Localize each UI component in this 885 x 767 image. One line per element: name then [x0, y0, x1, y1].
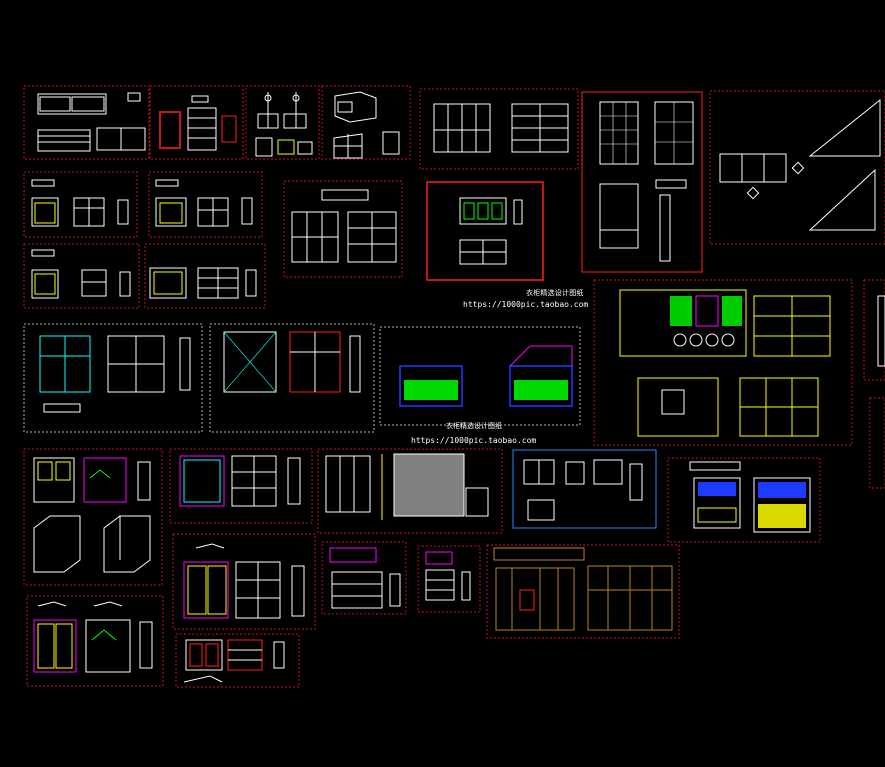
drawing-sheet-16[interactable]: [869, 397, 885, 489]
drawing-sheet-23[interactable]: [512, 449, 657, 529]
drawing-sheet-12[interactable]: [23, 243, 140, 309]
drawing-sheet-20[interactable]: [23, 448, 163, 586]
drawing-sheet-15[interactable]: [863, 279, 885, 381]
drawing-sheet-3[interactable]: [245, 85, 320, 160]
drawing-sheet-14[interactable]: [593, 279, 853, 446]
drawing-sheet-22[interactable]: [317, 448, 503, 534]
drawing-sheet-21[interactable]: [169, 448, 313, 524]
watermark-title-2: 衣柜精选设计图纸: [446, 421, 502, 430]
drawing-sheet-8[interactable]: [23, 171, 138, 238]
drawing-sheet-24[interactable]: [667, 457, 821, 543]
drawing-sheet-4[interactable]: [321, 85, 411, 160]
drawing-sheet-26[interactable]: [321, 541, 407, 615]
drawing-sheet-18[interactable]: [209, 323, 375, 433]
drawing-sheet-6[interactable]: [581, 91, 703, 273]
drawing-sheet-19[interactable]: [379, 326, 581, 426]
drawing-sheet-27[interactable]: [417, 545, 481, 613]
drawing-sheet-10[interactable]: [283, 180, 403, 278]
drawing-sheet-17[interactable]: [23, 323, 203, 433]
drawing-sheet-11[interactable]: [426, 181, 544, 281]
drawing-sheet-28[interactable]: [486, 544, 680, 639]
drawing-sheet-25[interactable]: [172, 533, 316, 630]
watermark-url-2: https://1000pic.taobao.com: [411, 436, 536, 445]
drawing-sheet-13[interactable]: [144, 243, 266, 309]
drawing-sheet-29[interactable]: [26, 595, 164, 687]
drawing-sheet-1[interactable]: [23, 85, 150, 160]
watermark-url-1: https://1000pic.taobao.com: [463, 300, 588, 309]
drawing-sheet-7[interactable]: [709, 90, 885, 245]
drawing-sheet-30[interactable]: [175, 633, 300, 688]
drawing-sheet-2[interactable]: [149, 85, 244, 160]
drawing-sheet-5[interactable]: [419, 88, 579, 170]
drawing-sheet-9[interactable]: [148, 171, 263, 238]
watermark-title-1: 衣柜精选设计图纸: [526, 288, 584, 297]
